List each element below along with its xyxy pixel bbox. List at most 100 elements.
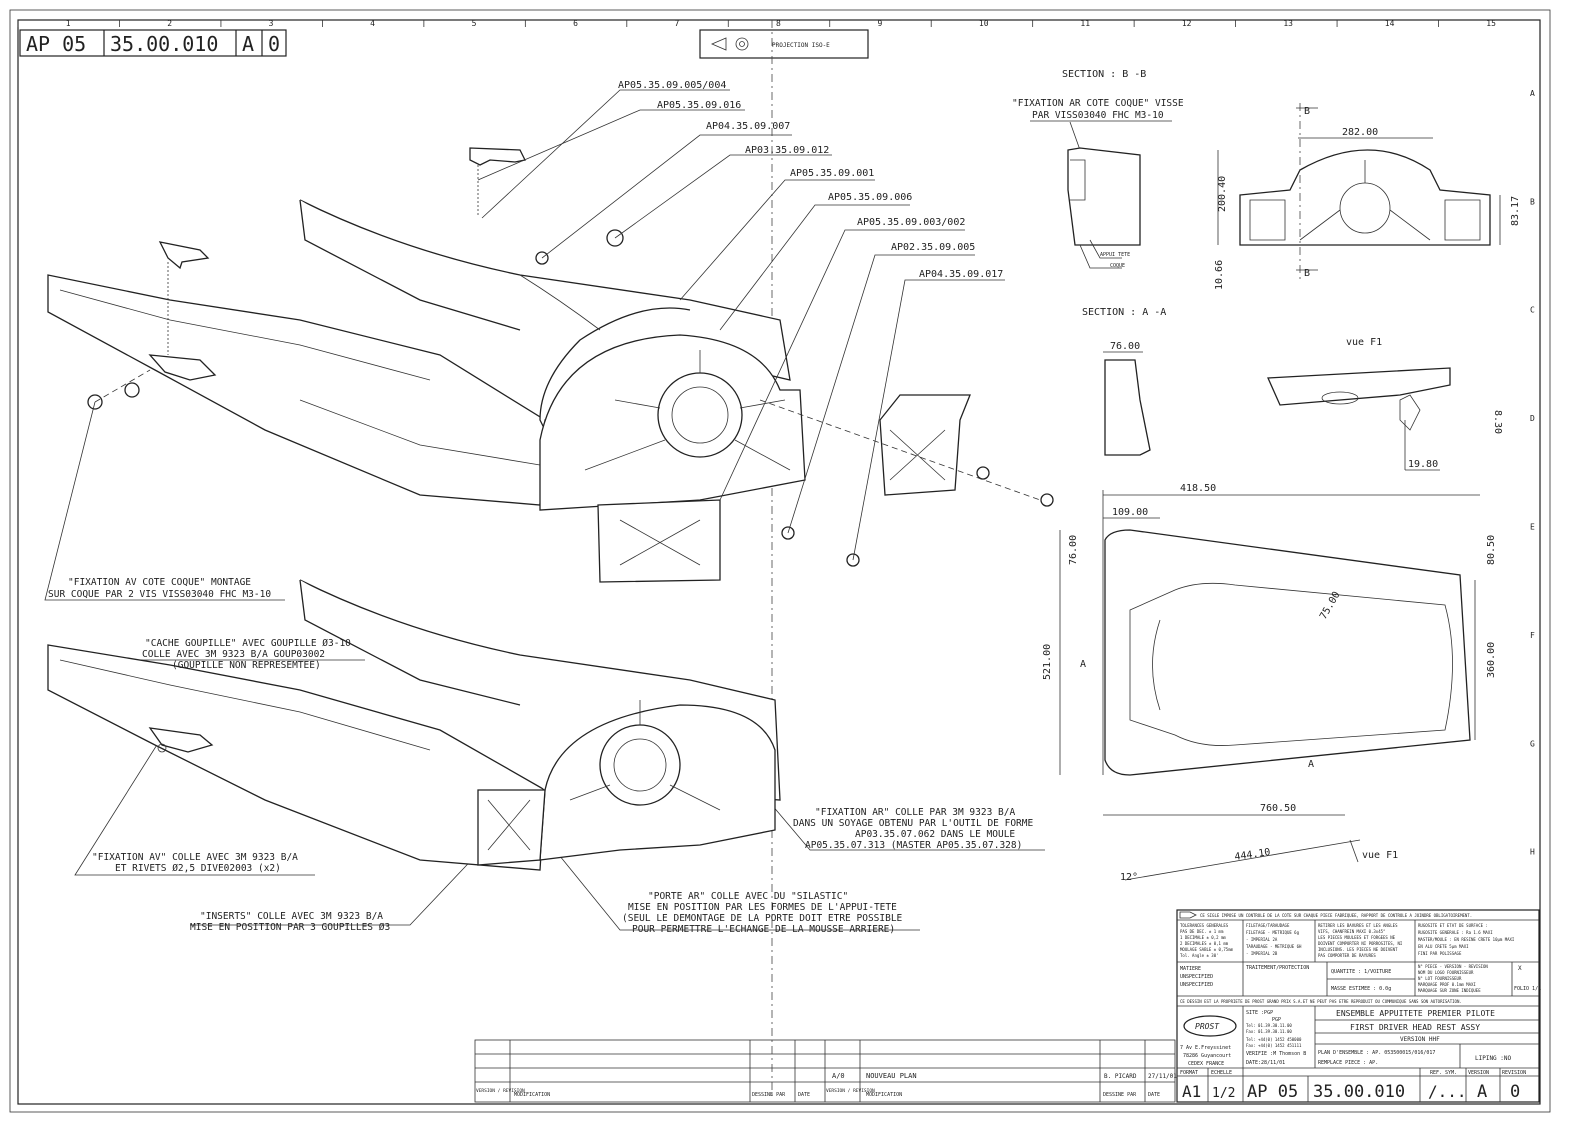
x-mark: X (1518, 965, 1522, 972)
note-porte-ar-2: MISE EN POSITION PAR LES FORMES DE L'APP… (628, 902, 897, 913)
note-inserts-1: "INSERTS" COLLE AVEC 3M 9323 B/A (200, 911, 383, 922)
drawing-version: A (242, 32, 254, 56)
revision-row-version: A/0 (832, 1072, 845, 1080)
address-line-3: CEDEX FRANCE (1188, 1061, 1224, 1067)
echelle-value: 1/2 (1212, 1086, 1235, 1101)
filetage-line: FILETAGE - METRIQUE 6g (1246, 930, 1300, 935)
note-fix-ar-1: "FIXATION AR" COLLE PAR 3M 9323 B/A (815, 807, 1015, 818)
part-callout: AP05.35.09.006 (828, 192, 912, 203)
row-letter: D (1530, 414, 1535, 423)
tolerance-line: PAS DE DEC. ± 1 mm (1180, 929, 1224, 934)
revision-header-modification-1: MODIFICATION (514, 1092, 550, 1098)
label-appui-tete: APPUI TETE (1100, 252, 1130, 258)
note-fix-ar-4: AP05.35.07.313 (MASTER AP05.35.07.328) (805, 840, 1022, 851)
dim-8: 8.30 (1492, 410, 1503, 434)
tolerance-line: 2 DECIMALES ± 0,1 mm (1180, 941, 1229, 946)
part-callout: AP04.35.09.017 (919, 269, 1003, 280)
note-inserts-2: MISE EN POSITION PAR 3 GOUPILLES Ø3 (190, 922, 390, 933)
matiere-line: UNSPECIFIED (1180, 974, 1213, 980)
section-aa-profile (1104, 359, 1151, 456)
column-number: 14 (1385, 19, 1395, 28)
note-fix-av-1: "FIXATION AV" COLLE AVEC 3M 9323 B/A (92, 852, 298, 863)
vue-f1-detail: vue F1 19.80 8.30 (1267, 337, 1503, 471)
note-fix-av-coque-1: "FIXATION AV COTE COQUE" MONTAGE (68, 577, 251, 588)
revision-header-version-1: VERSION / REVISION (476, 1088, 525, 1094)
rugosite-line: FINI PAR POLISSAGE (1418, 951, 1462, 956)
version-label: VERSION HHF (1400, 1036, 1440, 1043)
ref-label: REF. SYM. (1430, 1070, 1457, 1076)
revision-value: 0 (1510, 1082, 1520, 1102)
projection-circle-icon (735, 37, 749, 51)
drawing-revision: 0 (268, 32, 280, 56)
revision-block: A/0 NOUVEAU PLAN B. PICARD 27/11/01 VERS… (474, 1039, 1177, 1103)
dim-12-deg: 12° (1120, 872, 1138, 883)
row-letter: E (1530, 522, 1535, 531)
filetage-line: FILETAGE/TARAUDAGE (1246, 923, 1290, 928)
note-cache-goupille-2: COLLE AVEC 3M 9323 B/A GOUP03002 (142, 649, 325, 660)
piece-marking-line: NOM DU LOGO FOURNISSEUR (1418, 970, 1474, 975)
matiere-line: MATIERE (1180, 966, 1201, 972)
dim-200: 200.40 (1217, 176, 1228, 212)
sheet-outer-border (9, 9, 1551, 1113)
rugosite-line: RUGOSITE GENERALE : Ra 1.6 MAXI (1418, 930, 1493, 935)
bavures-line: INCLUSIONS. LES PIECES NE DOIVENT (1318, 947, 1398, 952)
revision-header-date-2: DATE (1148, 1092, 1160, 1098)
prost-logo (1183, 1015, 1237, 1037)
row-letter: H (1530, 848, 1535, 857)
section-aa-view: SECTION : A -A 76.00 (1082, 307, 1166, 456)
part-callout: AP03.35.09.012 (745, 145, 829, 156)
dim-10: 10.66 (1214, 260, 1225, 290)
plan-outline (1104, 529, 1471, 776)
part-callout: AP04.35.09.007 (706, 121, 790, 132)
column-number: 15 (1486, 19, 1496, 28)
section-bb-profile (1239, 149, 1491, 246)
format-label: FORMAT (1180, 1070, 1198, 1076)
side-insert (879, 394, 971, 496)
section-marker-b-top: B (1304, 106, 1310, 117)
note-fix-ar-coque-1: "FIXATION AR COTE COQUE" VISSE (1012, 98, 1184, 109)
note-fix-ar-3: AP03.35.07.062 DANS LE MOULE (855, 829, 1015, 840)
column-number: 8 (776, 19, 781, 28)
note-porte-ar-4: POUR PERMETTRE L'ECHANGE DE LA MOUSSE AR… (632, 924, 895, 935)
revision-header-version-2: VERSION / REVISION (826, 1088, 875, 1094)
part-callouts: AP05.35.09.005/004AP05.35.09.016AP04.35.… (618, 80, 1003, 280)
piece-marking-line: N° LOT FOURNISSEUR (1418, 976, 1462, 981)
section-bb-title: SECTION : B -B (1062, 69, 1146, 80)
sheet-border (17, 19, 1541, 1105)
column-number: 3 (269, 19, 274, 28)
inspection-flag-icon (1179, 911, 1197, 919)
address-line-1: 7 Av E.Freyssinet (1180, 1045, 1231, 1051)
column-number: 12 (1182, 19, 1192, 28)
masse-label: MASSE ESTIMEE : 0.0g (1331, 986, 1391, 992)
assembly-notes: "FIXATION AV COTE COQUE" MONTAGE SUR COQ… (48, 577, 1033, 935)
column-number: 7 (675, 19, 680, 28)
tolerance-line: TOLERANCES GENERALES (1180, 923, 1229, 928)
dim-418: 418.50 (1180, 483, 1216, 494)
exploded-view (47, 147, 1054, 583)
row-letter: F (1530, 631, 1535, 640)
plan-ensemble: PLAN D'ENSEMBLE : AP. 053500015/016/017 (1318, 1050, 1435, 1056)
revision-row-date: 27/11/01 (1148, 1073, 1177, 1080)
rugosite-line: EN ALU CRETE 5µm MAXI (1418, 944, 1469, 949)
revision-row-modification: NOUVEAU PLAN (866, 1072, 917, 1080)
projection-symbol-box: PROJECTION ISO-E (699, 29, 869, 59)
quantite-label: QUANTITE : 1/VOITURE (1331, 969, 1391, 975)
note-cache-goupille-1: "CACHE GOUPILLE" AVEC GOUPILLE Ø3-10 (145, 638, 351, 649)
row-letter: B (1530, 197, 1535, 206)
dim-282: 282.00 (1342, 127, 1378, 138)
drawing-main-number: 35.00.010 (110, 32, 218, 56)
section-aa-title: SECTION : A -A (1082, 307, 1166, 318)
matiere-line: UNSPECIFIED (1180, 982, 1213, 988)
piece-marking-line: MARQUAGE PROF 0.1mm MAXI (1418, 982, 1476, 987)
piece-marking-line: N° PIECE - VERSION - REVISION (1418, 964, 1488, 969)
revision-header-date-1: DATE (798, 1092, 810, 1098)
bavures-line: LES PIECES MOULEES ET FORGEES NE (1318, 935, 1396, 940)
title-english: FIRST DRIVER HEAD REST ASSY (1350, 1023, 1480, 1032)
dim-76-plan: 76.00 (1068, 535, 1079, 565)
bavures-line: PAS COMPORTER DE RAYURES (1318, 953, 1376, 958)
dim-360: 360.00 (1486, 642, 1497, 678)
vue-f1-marker: vue F1 (1362, 850, 1398, 861)
tolerance-line: Tol. Angle ± 30' (1180, 953, 1219, 958)
drawing-prefix: AP 05 (26, 32, 86, 56)
fax-1: Fax: 01.39.30.11.00 (1246, 1029, 1292, 1034)
